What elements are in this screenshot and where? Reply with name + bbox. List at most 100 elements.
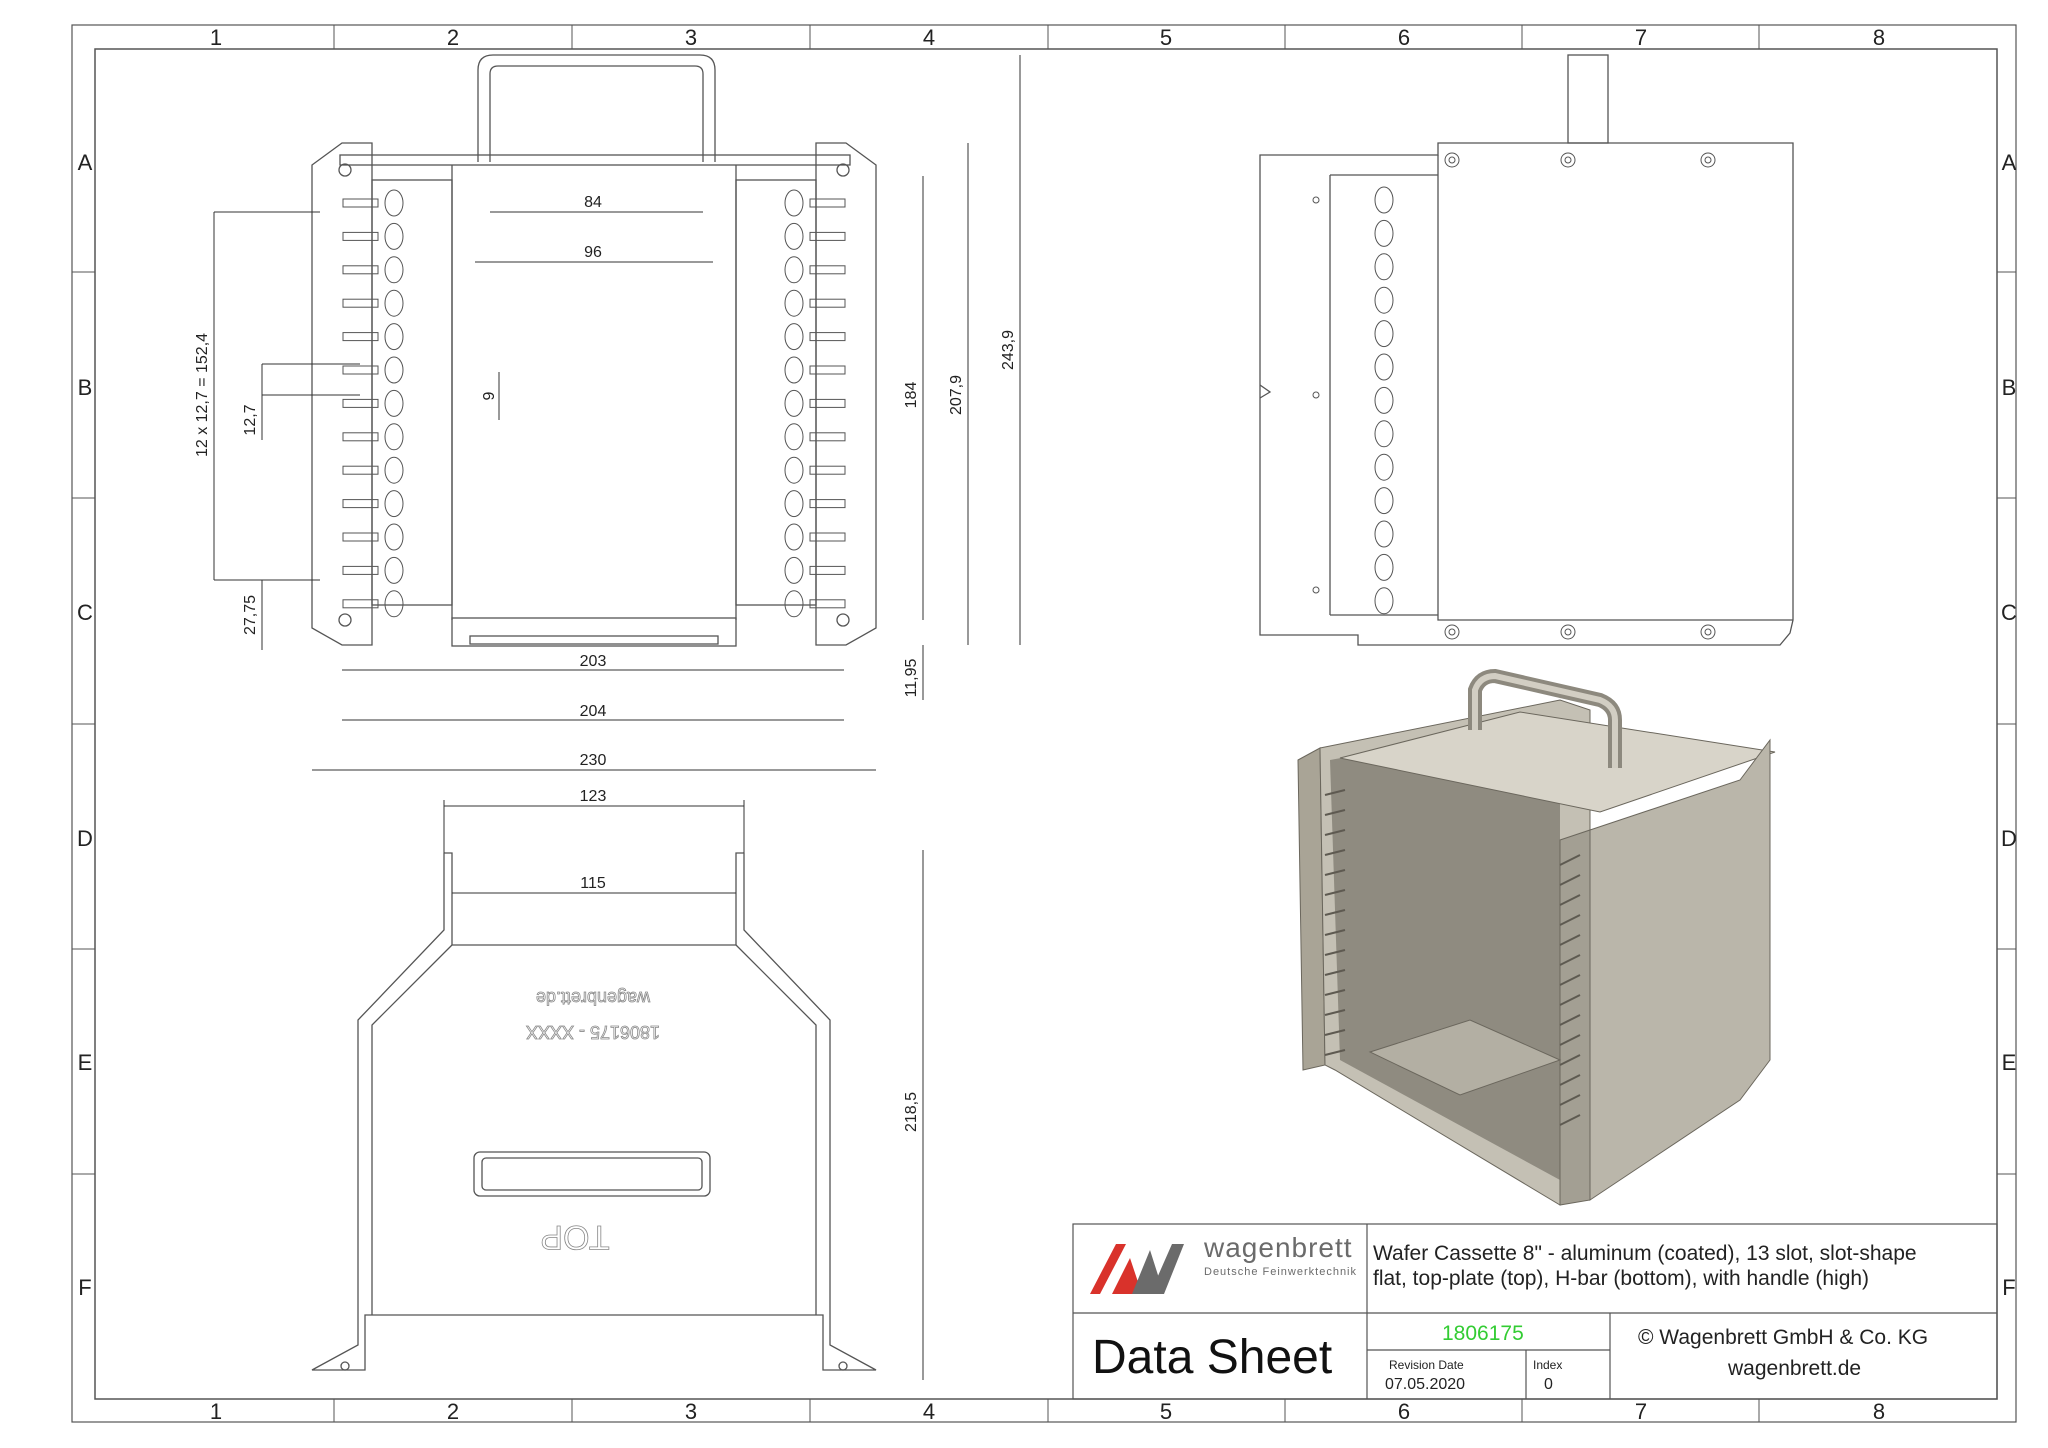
slot-right [809,532,846,542]
wagenbrett-logo [1090,1244,1184,1294]
slot-hole-right [784,556,804,584]
slot-hole-left [384,556,404,584]
slot-right [809,198,846,208]
slot-hole-left [384,456,404,484]
dim-12-7: 12,7 [242,404,259,435]
slot-hole-right [784,356,804,384]
slot-right [809,599,846,609]
iso-slot-right [1559,994,1581,1006]
slot-left [342,265,379,275]
side-view [1259,54,1794,646]
outer-frame [71,24,2017,1423]
iso-slot-left [1324,929,1346,936]
slot-hole-left [384,523,404,551]
engraving-part-number: 1806175 - XXXX [526,1022,660,1042]
slot-left [342,398,379,408]
logo-mark-red [1090,1244,1142,1294]
slot-left [342,298,379,308]
slot-hole-right [784,523,804,551]
iso-slot-left [1324,809,1346,816]
iso-slot-right [1559,1074,1581,1086]
iso-slot-right [1559,874,1581,886]
iso-slot-right [1559,1034,1581,1046]
col-label-bottom-3: 3 [685,1399,697,1424]
col-label-top-2: 2 [447,25,459,50]
isometric-render [1297,668,1776,1206]
col-label-bottom-6: 6 [1398,1399,1410,1424]
slot-left [342,231,379,241]
slot-hole-left [384,222,404,250]
slot-hole-right [784,590,804,618]
slot-hole-left [384,356,404,384]
iso-slot-right [1559,1014,1581,1026]
iso-slot-left [1324,1009,1346,1016]
iso-slot-left [1324,909,1346,916]
top-view-dimensions [443,800,924,1380]
iso-slot-right [1559,894,1581,906]
slot-hole-left [384,289,404,317]
iso-slot-left [1324,789,1346,796]
col-label-bottom-1: 1 [210,1399,222,1424]
slot-hole-right [784,423,804,451]
row-label-right-b: B [2002,375,2017,400]
row-label-left-e: E [78,1050,93,1075]
row-label-right-c: C [2001,600,2017,625]
part-number: 1806175 [1442,1322,1524,1345]
logo-mark-gray [1132,1244,1184,1294]
col-label-top-3: 3 [685,25,697,50]
iso-slot-right [1559,914,1581,926]
col-label-bottom-5: 5 [1160,1399,1172,1424]
side-slot-hole [1374,453,1394,481]
dim-9: 9 [481,391,498,400]
iso-slot-left [1324,889,1346,896]
slot-hole-right [784,389,804,417]
slot-left [342,499,379,509]
index-label: Index [1533,1358,1563,1372]
dim-152-4: 12 x 12,7 = 152,4 [194,333,211,457]
slot-left [342,465,379,475]
slot-left [342,365,379,375]
col-label-bottom-7: 7 [1635,1399,1647,1424]
col-label-top-8: 8 [1873,25,1885,50]
iso-slot-left [1324,1029,1346,1036]
logo-subtitle: Deutsche Feinwerktechnik [1204,1266,1358,1278]
iso-slot-right [1559,854,1581,866]
col-label-bottom-4: 4 [923,1399,935,1424]
side-slot-hole [1374,353,1394,381]
dim-243-9: 243,9 [1000,330,1017,370]
iso-slot-left [1324,869,1346,876]
dim-115: 115 [580,875,606,892]
front-view [311,54,877,647]
row-label-right-f: F [2002,1275,2015,1300]
description-line-2: flat, top-plate (top), H-bar (bottom), w… [1373,1267,1870,1290]
row-label-left-d: D [77,826,93,851]
side-slot-hole [1374,386,1394,414]
front-view-dimensions [213,55,1021,771]
slot-hole-left [384,490,404,518]
dim-218-5: 218,5 [903,1092,920,1132]
dim-11-95: 11,95 [903,658,920,697]
col-label-bottom-8: 8 [1873,1399,1885,1424]
slot-left [342,565,379,575]
slot-right [809,565,846,575]
top-view-engravings: wagenbrett.de 1806175 - XXXX TOP [526,988,661,1257]
col-label-top-5: 5 [1160,25,1172,50]
slot-hole-right [784,189,804,217]
slot-left [342,599,379,609]
dim-207-9: 207,9 [948,375,965,415]
row-label-right-d: D [2001,826,2017,851]
slot-right [809,231,846,241]
row-label-left-b: B [78,375,93,400]
slot-right [809,499,846,509]
dim-204: 204 [580,703,607,720]
slot-left [342,432,379,442]
slot-hole-left [384,423,404,451]
iso-slot-right [1559,1054,1581,1066]
column-dividers [72,25,2016,1422]
slot-hole-left [384,256,404,284]
slot-hole-left [384,590,404,618]
iso-slot-left [1324,1049,1346,1056]
col-label-top-7: 7 [1635,25,1647,50]
slot-right [809,432,846,442]
slot-right [809,332,846,342]
